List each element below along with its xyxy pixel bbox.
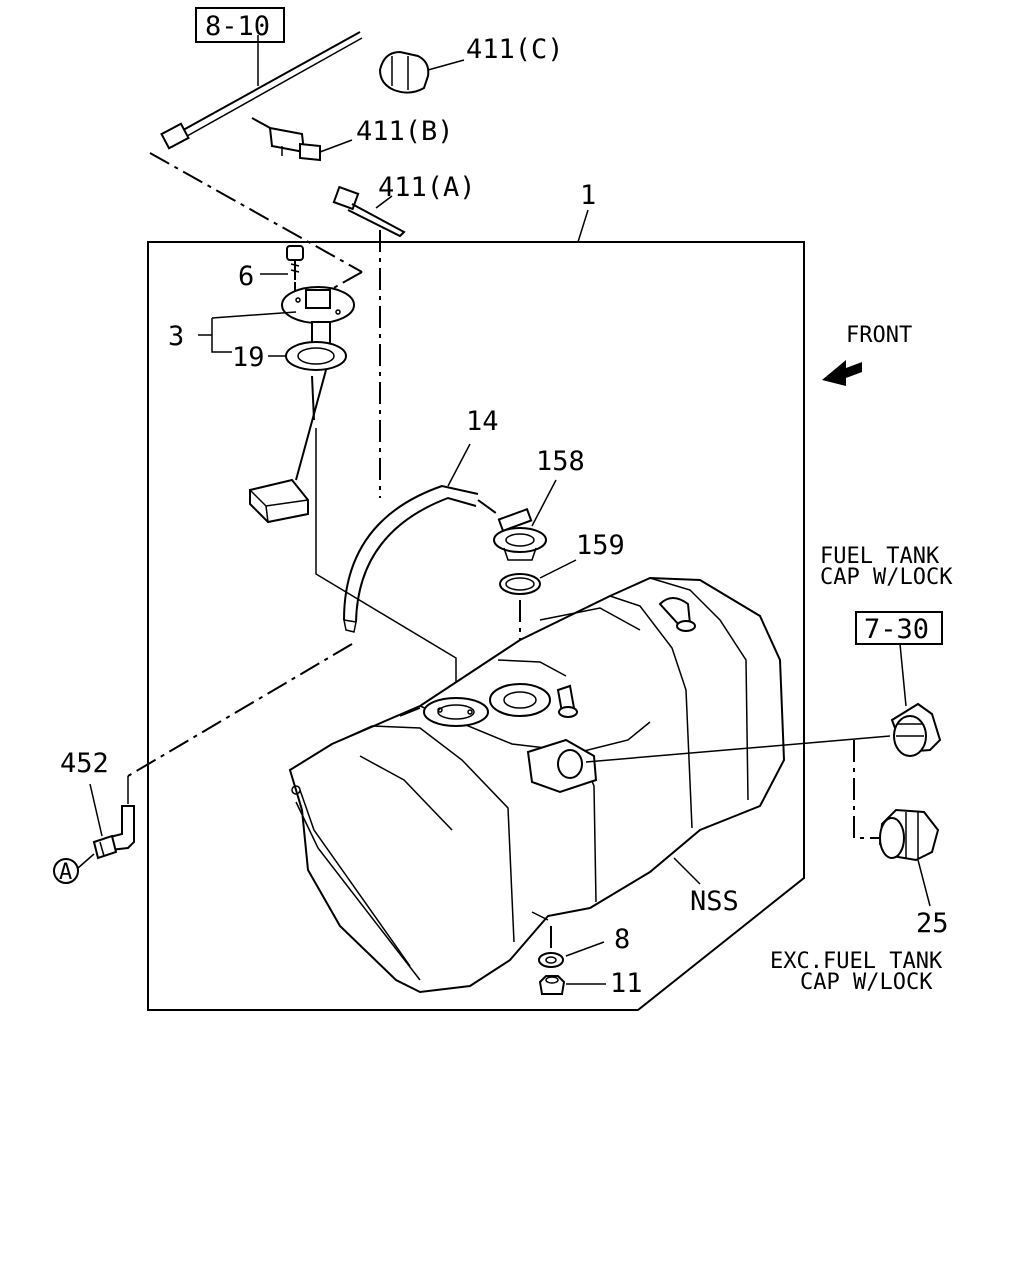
label-159: 159: [576, 530, 625, 561]
label-6: 6: [238, 261, 254, 292]
label-3: 3: [168, 321, 184, 352]
connector-411b[interactable]: [251, 117, 321, 162]
label-nss: NSS: [690, 886, 739, 917]
note-cap-lock-line1: FUEL TANK: [820, 544, 940, 569]
label-19: 19: [232, 342, 265, 373]
fuel-cap-with-lock[interactable]: [890, 702, 942, 757]
fuel-tank-body[interactable]: [288, 576, 786, 994]
ref-label-7-30: 7-30: [864, 614, 929, 645]
clip-411c[interactable]: [378, 50, 430, 94]
screw-6[interactable]: [286, 245, 304, 280]
cable-tie-411a[interactable]: [332, 185, 406, 238]
label-411b: 411(B): [356, 116, 454, 147]
label-158: 158: [536, 446, 585, 477]
washer-8[interactable]: [538, 952, 564, 968]
label-14: 14: [466, 406, 499, 437]
label-411c: 411(C): [466, 34, 564, 65]
fuel-cap-25[interactable]: [878, 808, 940, 862]
label-11: 11: [610, 968, 643, 999]
front-arrow: [822, 360, 862, 386]
note-exc-line1: EXC.FUEL TANK: [770, 949, 943, 974]
note-cap-lock-line2: CAP W/LOCK: [820, 565, 953, 590]
label-front: FRONT: [846, 323, 912, 348]
note-exc-line2: CAP W/LOCK: [800, 970, 933, 995]
o-ring-159[interactable]: [499, 573, 541, 595]
ref-box-7-30[interactable]: [855, 611, 943, 645]
harness-wire: [175, 31, 361, 135]
nut-11[interactable]: [538, 975, 566, 995]
ref-box-8-10[interactable]: [195, 7, 285, 43]
ref-marker-a[interactable]: A: [53, 858, 79, 885]
assembly-boundary: [147, 241, 805, 1011]
vent-valve-158[interactable]: [493, 507, 547, 561]
label-452: 452: [60, 748, 109, 779]
label-a: A: [59, 860, 72, 885]
ref-label-8-10: 8-10: [205, 11, 270, 42]
sender-float: [249, 478, 309, 524]
harness-connector: [160, 122, 190, 150]
gasket-19[interactable]: [285, 341, 347, 371]
label-411a: 411(A): [378, 172, 476, 203]
label-25: 25: [916, 908, 949, 939]
label-1: 1: [580, 180, 596, 211]
sender-arm: [295, 369, 327, 481]
connector-452[interactable]: [92, 805, 135, 860]
breather-hose-14[interactable]: [343, 484, 479, 633]
label-8: 8: [614, 924, 630, 955]
